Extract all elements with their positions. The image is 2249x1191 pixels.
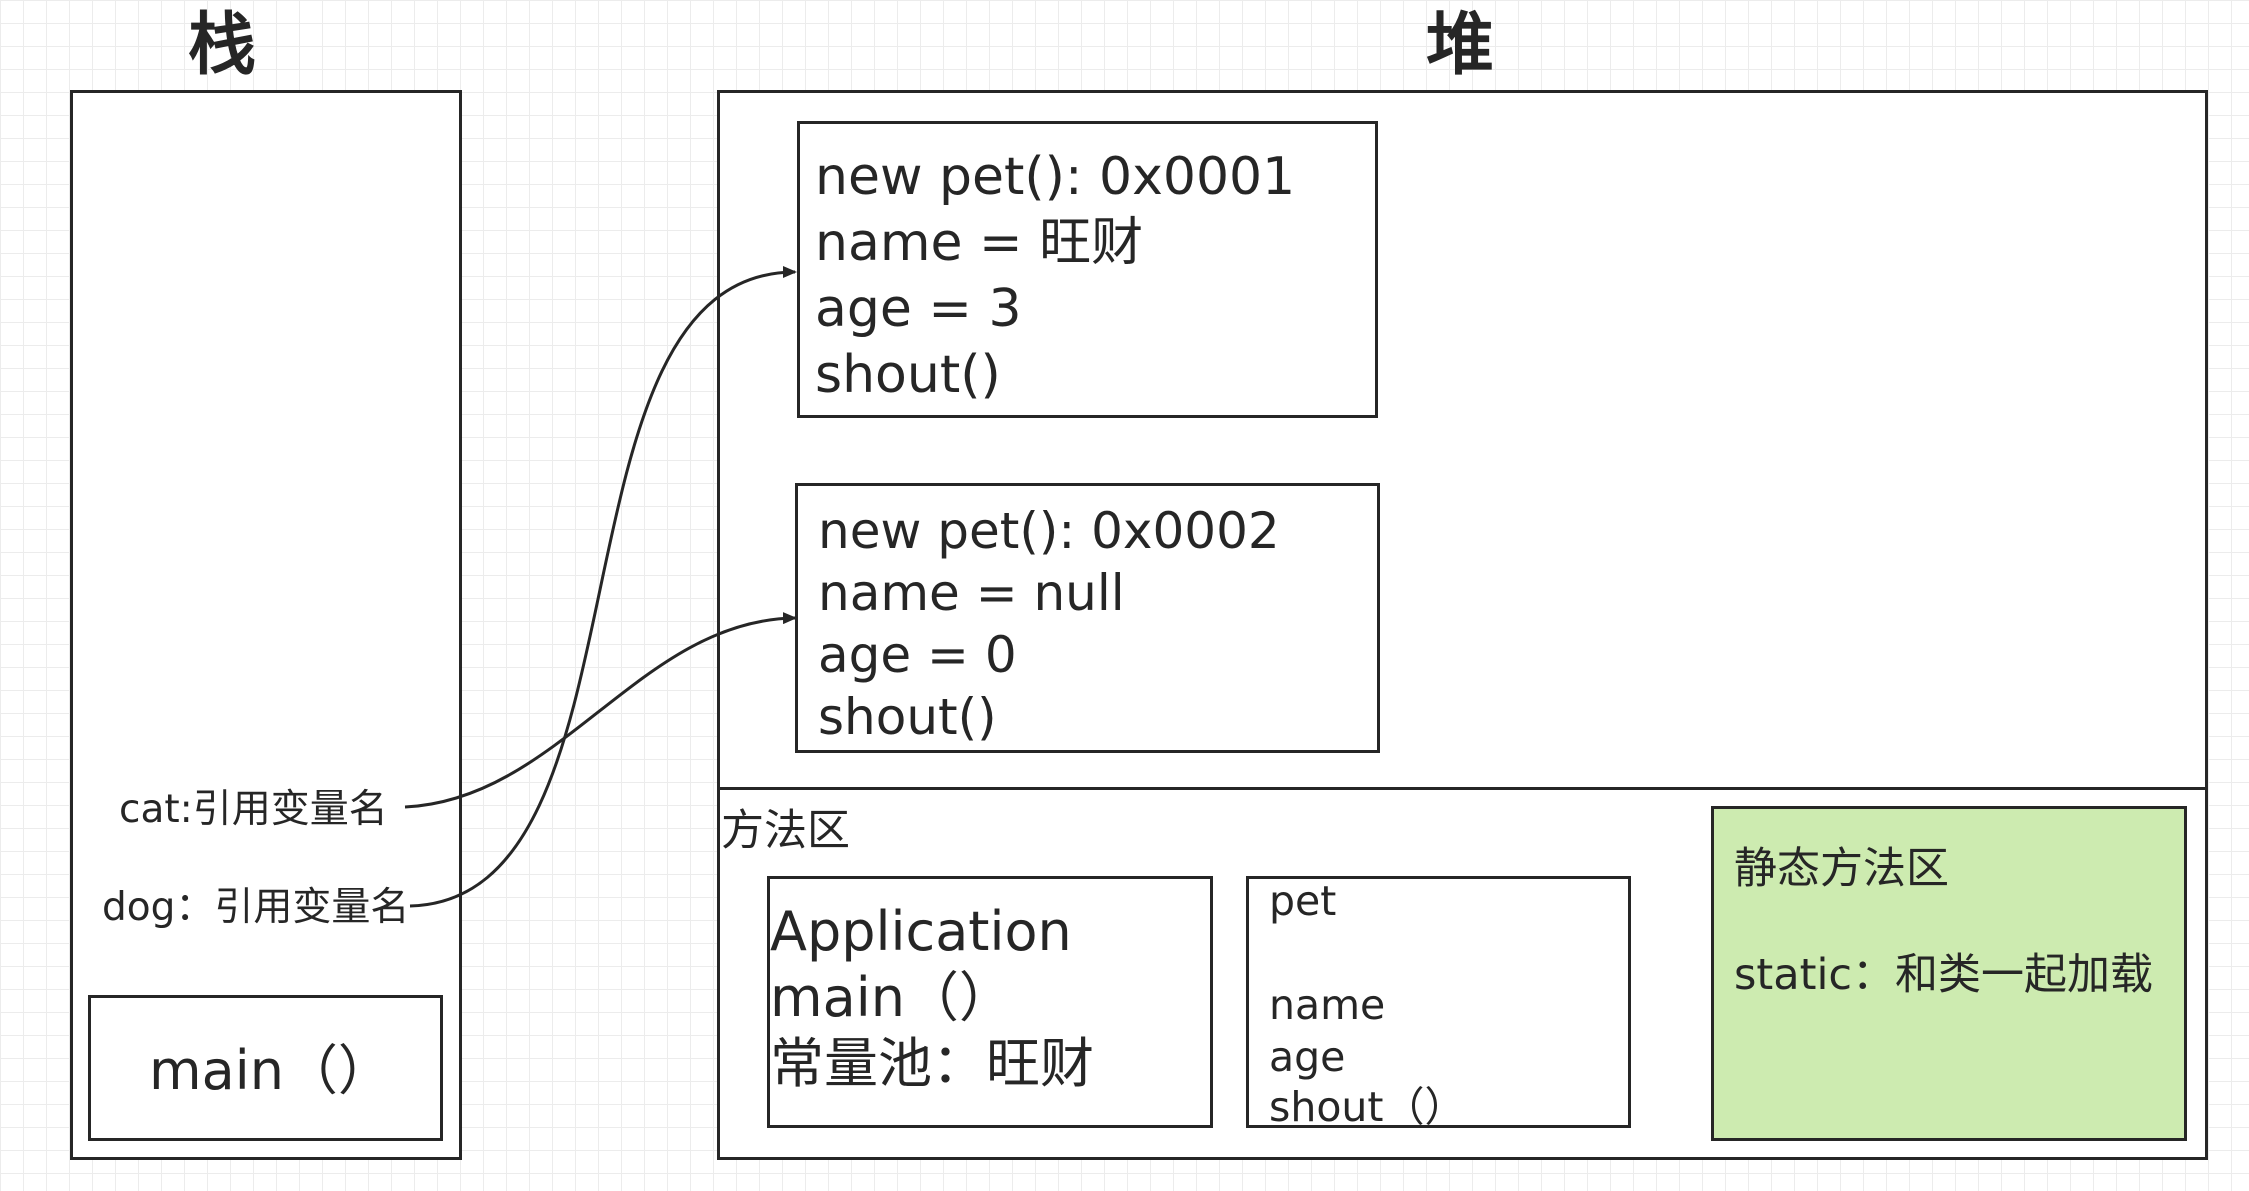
stack-box xyxy=(70,90,462,1160)
heap-object-1: new pet(): 0x0001 name = 旺财 age = 3 shou… xyxy=(797,121,1378,418)
pet-class-box: pet name age shout（） xyxy=(1246,876,1631,1131)
method-area-divider xyxy=(717,787,2208,790)
application-main-method: main（） xyxy=(770,966,1013,1029)
dog-reference-arrow xyxy=(409,266,797,908)
object-2-age: age = 0 xyxy=(818,626,1017,684)
method-area-title: 方法区 xyxy=(721,806,850,856)
object-1-age: age = 3 xyxy=(815,279,1022,339)
main-stack-frame: main（） xyxy=(88,995,443,1141)
object-2-method: shout() xyxy=(818,688,997,746)
object-1-header: new pet(): 0x0001 xyxy=(815,147,1296,207)
application-class-box: Application main（） 常量池：旺财 xyxy=(767,876,1213,1128)
heap-title: 堆 xyxy=(1426,6,1495,85)
heap-object-2: new pet(): 0x0002 name = null age = 0 sh… xyxy=(795,483,1380,753)
cat-reference-arrow xyxy=(404,612,797,809)
object-1-method: shout() xyxy=(815,345,1001,405)
stack-title: 栈 xyxy=(188,6,257,85)
dog-reference-label: dog：引用变量名 xyxy=(102,885,410,930)
static-method-area-note: static：和类一起加载 xyxy=(1734,950,2154,1000)
pet-field-name: name xyxy=(1269,981,1386,1029)
application-class-name: Application xyxy=(770,900,1072,963)
static-method-area-box: 静态方法区 static：和类一起加载 xyxy=(1711,806,2187,1141)
pet-shout-method: shout（） xyxy=(1269,1083,1466,1131)
cat-reference-label: cat:引用变量名 xyxy=(119,787,388,832)
object-1-name: name = 旺财 xyxy=(815,213,1144,273)
main-stack-frame-label: main（） xyxy=(149,1039,392,1102)
pet-field-age: age xyxy=(1269,1033,1346,1081)
static-method-area-title: 静态方法区 xyxy=(1734,844,1949,894)
application-constant-pool: 常量池：旺财 xyxy=(770,1032,1094,1095)
object-2-name: name = null xyxy=(818,564,1125,622)
pet-class-name: pet xyxy=(1269,877,1337,925)
object-2-header: new pet(): 0x0002 xyxy=(818,502,1280,560)
